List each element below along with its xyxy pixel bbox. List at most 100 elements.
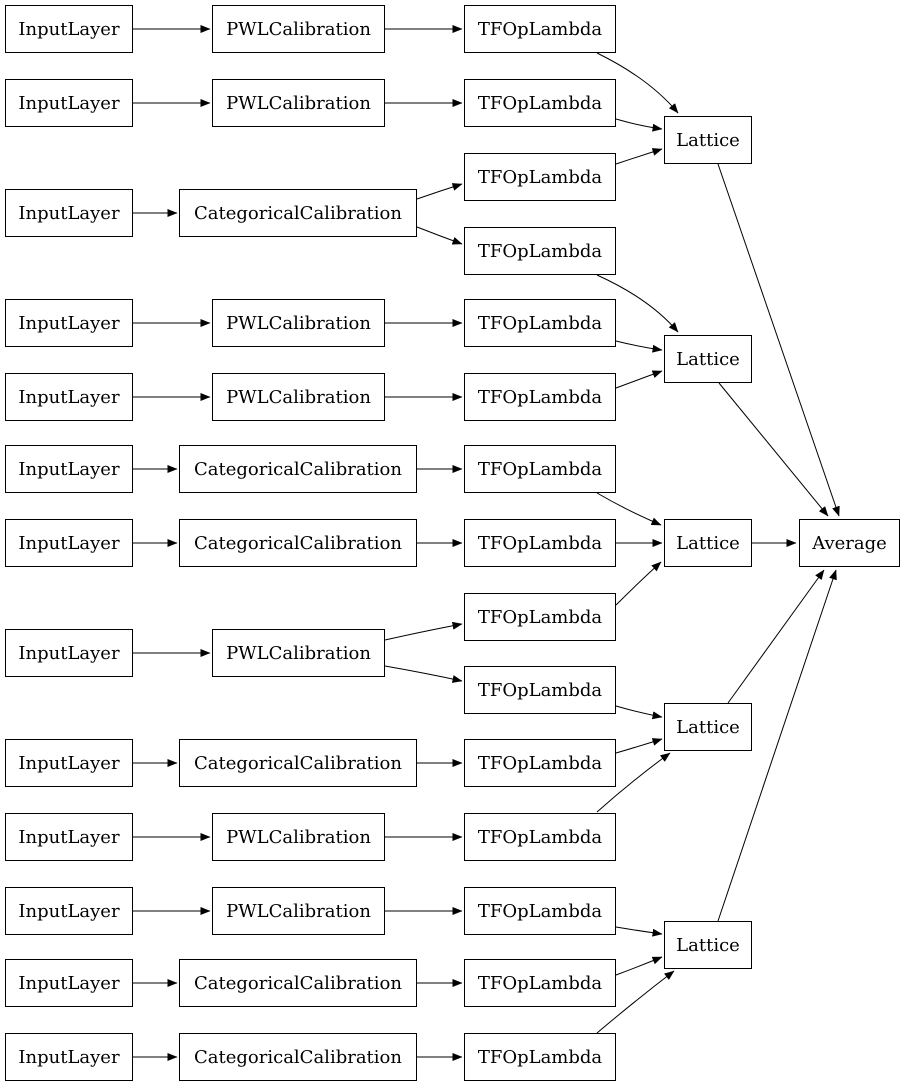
node-label: InputLayer xyxy=(18,826,120,848)
edge-tf-op-lambda-13-to-lattice-5 xyxy=(615,926,663,937)
node-label: CategoricalCalibration xyxy=(194,1046,402,1068)
edge-tf-op-lambda-2-to-lattice-1 xyxy=(615,118,663,132)
node-label: PWLCalibration xyxy=(226,900,371,922)
edge-pwl-calibration-5-to-tf-op-lambda-10 xyxy=(384,665,463,683)
node-input-layer-11: InputLayer xyxy=(5,887,133,935)
node-categorical-calibration-4: CategoricalCalibration xyxy=(179,739,417,787)
node-pwl-calibration-5: PWLCalibration xyxy=(212,629,385,677)
edge-tf-op-lambda-10-to-lattice-4 xyxy=(615,705,663,720)
node-lattice-4: Lattice xyxy=(664,703,752,751)
node-label: InputLayer xyxy=(18,1046,120,1068)
node-label: TFOpLambda xyxy=(477,679,603,701)
node-tf-op-lambda-14: TFOpLambda xyxy=(464,959,616,1007)
edge-tf-op-lambda-12-to-lattice-4 xyxy=(596,752,671,813)
node-tf-op-lambda-10: TFOpLambda xyxy=(464,666,616,714)
node-input-layer-3: InputLayer xyxy=(5,189,133,237)
edge-tf-op-lambda-3-to-lattice-1 xyxy=(615,148,663,165)
node-label: InputLayer xyxy=(18,972,120,994)
node-categorical-calibration-5: CategoricalCalibration xyxy=(179,959,417,1007)
node-tf-op-lambda-2: TFOpLambda xyxy=(464,79,616,127)
node-tf-op-lambda-4: TFOpLambda xyxy=(464,227,616,275)
node-pwl-calibration-2: PWLCalibration xyxy=(212,79,385,127)
node-label: PWLCalibration xyxy=(226,18,371,40)
node-tf-op-lambda-7: TFOpLambda xyxy=(464,445,616,493)
node-pwl-calibration-3: PWLCalibration xyxy=(212,299,385,347)
node-label: Lattice xyxy=(676,348,740,370)
node-tf-op-lambda-6: TFOpLambda xyxy=(464,373,616,421)
node-label: TFOpLambda xyxy=(477,92,603,114)
node-label: TFOpLambda xyxy=(477,826,603,848)
node-input-layer-5: InputLayer xyxy=(5,373,133,421)
node-label: TFOpLambda xyxy=(477,1046,603,1068)
node-pwl-calibration-4: PWLCalibration xyxy=(212,373,385,421)
edge-lattice-5-to-average xyxy=(717,569,837,922)
node-average: Average xyxy=(799,519,900,567)
node-label: InputLayer xyxy=(18,18,120,40)
edge-tf-op-lambda-1-to-lattice-1 xyxy=(596,52,679,114)
node-label: TFOpLambda xyxy=(477,532,603,554)
node-label: Lattice xyxy=(676,716,740,738)
node-pwl-calibration-1: PWLCalibration xyxy=(212,5,385,53)
edge-tf-op-lambda-7-to-lattice-3 xyxy=(596,492,662,526)
node-categorical-calibration-2: CategoricalCalibration xyxy=(179,445,417,493)
node-label: PWLCalibration xyxy=(226,386,371,408)
node-label: InputLayer xyxy=(18,642,120,664)
node-input-layer-9: InputLayer xyxy=(5,739,133,787)
node-input-layer-2: InputLayer xyxy=(5,79,133,127)
node-tf-op-lambda-3: TFOpLambda xyxy=(464,153,616,201)
edge-pwl-calibration-5-to-tf-op-lambda-9 xyxy=(384,621,463,641)
node-label: InputLayer xyxy=(18,752,120,774)
node-tf-op-lambda-13: TFOpLambda xyxy=(464,887,616,935)
node-label: CategoricalCalibration xyxy=(194,202,402,224)
node-label: TFOpLambda xyxy=(477,166,603,188)
node-label: TFOpLambda xyxy=(477,972,603,994)
node-tf-op-lambda-8: TFOpLambda xyxy=(464,519,616,567)
node-categorical-calibration-6: CategoricalCalibration xyxy=(179,1033,417,1081)
edge-group xyxy=(133,25,840,1061)
node-label: Lattice xyxy=(676,934,740,956)
edge-tf-op-lambda-11-to-lattice-4 xyxy=(615,738,663,754)
edge-categorical-calibration-1-to-tf-op-lambda-3 xyxy=(416,183,463,200)
node-label: InputLayer xyxy=(18,202,120,224)
node-label: PWLCalibration xyxy=(226,642,371,664)
node-label: Lattice xyxy=(676,532,740,554)
node-categorical-calibration-3: CategoricalCalibration xyxy=(179,519,417,567)
node-tf-op-lambda-9: TFOpLambda xyxy=(464,593,616,641)
node-tf-op-lambda-1: TFOpLambda xyxy=(464,5,616,53)
node-input-layer-8: InputLayer xyxy=(5,629,133,677)
node-input-layer-10: InputLayer xyxy=(5,813,133,861)
node-label: TFOpLambda xyxy=(477,386,603,408)
node-label: InputLayer xyxy=(18,92,120,114)
edge-categorical-calibration-1-to-tf-op-lambda-4 xyxy=(416,226,463,245)
node-label: InputLayer xyxy=(18,532,120,554)
edge-lattice-4-to-average xyxy=(727,569,825,704)
node-label: TFOpLambda xyxy=(477,752,603,774)
edge-lattice-1-to-average xyxy=(717,163,840,517)
node-tf-op-lambda-11: TFOpLambda xyxy=(464,739,616,787)
edge-tf-op-lambda-6-to-lattice-2 xyxy=(615,370,663,389)
node-tf-op-lambda-15: TFOpLambda xyxy=(464,1033,616,1081)
node-label: TFOpLambda xyxy=(477,312,603,334)
node-input-layer-13: InputLayer xyxy=(5,1033,133,1081)
edge-tf-op-lambda-15-to-lattice-5 xyxy=(596,970,675,1034)
node-label: Lattice xyxy=(676,129,740,151)
node-lattice-5: Lattice xyxy=(664,921,752,969)
node-label: CategoricalCalibration xyxy=(194,458,402,480)
node-label: TFOpLambda xyxy=(477,18,603,40)
node-input-layer-6: InputLayer xyxy=(5,445,133,493)
node-pwl-calibration-7: PWLCalibration xyxy=(212,887,385,935)
node-label: CategoricalCalibration xyxy=(194,972,402,994)
node-label: Average xyxy=(812,532,887,554)
node-lattice-2: Lattice xyxy=(664,335,752,383)
node-label: PWLCalibration xyxy=(226,826,371,848)
edge-lattice-2-to-average xyxy=(718,382,829,517)
node-label: PWLCalibration xyxy=(226,312,371,334)
node-label: InputLayer xyxy=(18,312,120,334)
node-label: TFOpLambda xyxy=(477,900,603,922)
node-label: TFOpLambda xyxy=(477,458,603,480)
edge-tf-op-lambda-4-to-lattice-2 xyxy=(596,274,679,333)
node-input-layer-1: InputLayer xyxy=(5,5,133,53)
edge-tf-op-lambda-14-to-lattice-5 xyxy=(615,956,663,976)
